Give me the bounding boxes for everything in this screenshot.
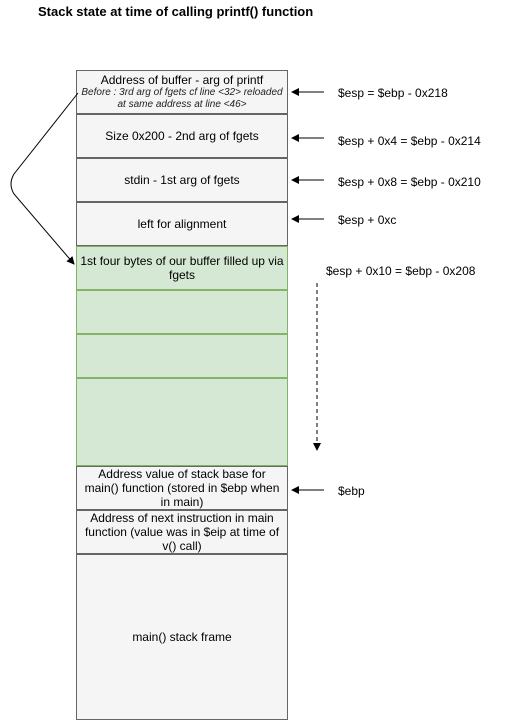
cell-note: Before : 3rd arg of fgets cf line <32> r… [81,87,283,110]
address-label-esp-10: $esp + 0x10 = $ebp - 0x208 [326,264,476,278]
stack-cell-buffer-start: 1st four bytes of our buffer filled up v… [76,246,288,290]
stack-cell-saved-ebp: Address value of stack base for main() f… [76,466,288,510]
cell-label: main() stack frame [132,630,232,644]
stack-cell-buffer-rest [76,378,288,466]
diagram-title: Stack state at time of calling printf() … [38,4,314,19]
stack-cell-buffer-3 [76,334,288,378]
cell-label: 1st four bytes of our buffer filled up v… [80,254,284,282]
address-label-esp: $esp = $ebp - 0x218 [338,86,448,100]
address-label-esp-c: $esp + 0xc [338,213,397,227]
stack-cell-stdin-arg: stdin - 1st arg of fgets [76,158,288,202]
address-label-esp-4: $esp + 0x4 = $ebp - 0x214 [338,134,481,148]
stack-cell-main-frame: main() stack frame [76,554,288,720]
cell-label: Size 0x200 - 2nd arg of fgets [105,129,259,143]
cell-label: Address of next instruction in main func… [84,511,280,553]
address-label-esp-8: $esp + 0x8 = $ebp - 0x210 [338,175,481,189]
cell-label: stdin - 1st arg of fgets [124,173,240,187]
address-label-ebp: $ebp [338,484,365,498]
stack-cell-return-address: Address of next instruction in main func… [76,510,288,554]
stack-cell-buffer-address: Address of buffer - arg of printf Before… [76,70,288,114]
stack-cell-size-arg: Size 0x200 - 2nd arg of fgets [76,114,288,158]
cell-label: Address of buffer - arg of printf [100,73,264,87]
stack-cell-buffer-2 [76,290,288,334]
stack-cell-alignment: left for alignment [76,202,288,246]
cell-label: Address value of stack base for main() f… [84,467,280,509]
cell-label: left for alignment [137,217,227,231]
buffer-reference-arrow [10,92,79,265]
